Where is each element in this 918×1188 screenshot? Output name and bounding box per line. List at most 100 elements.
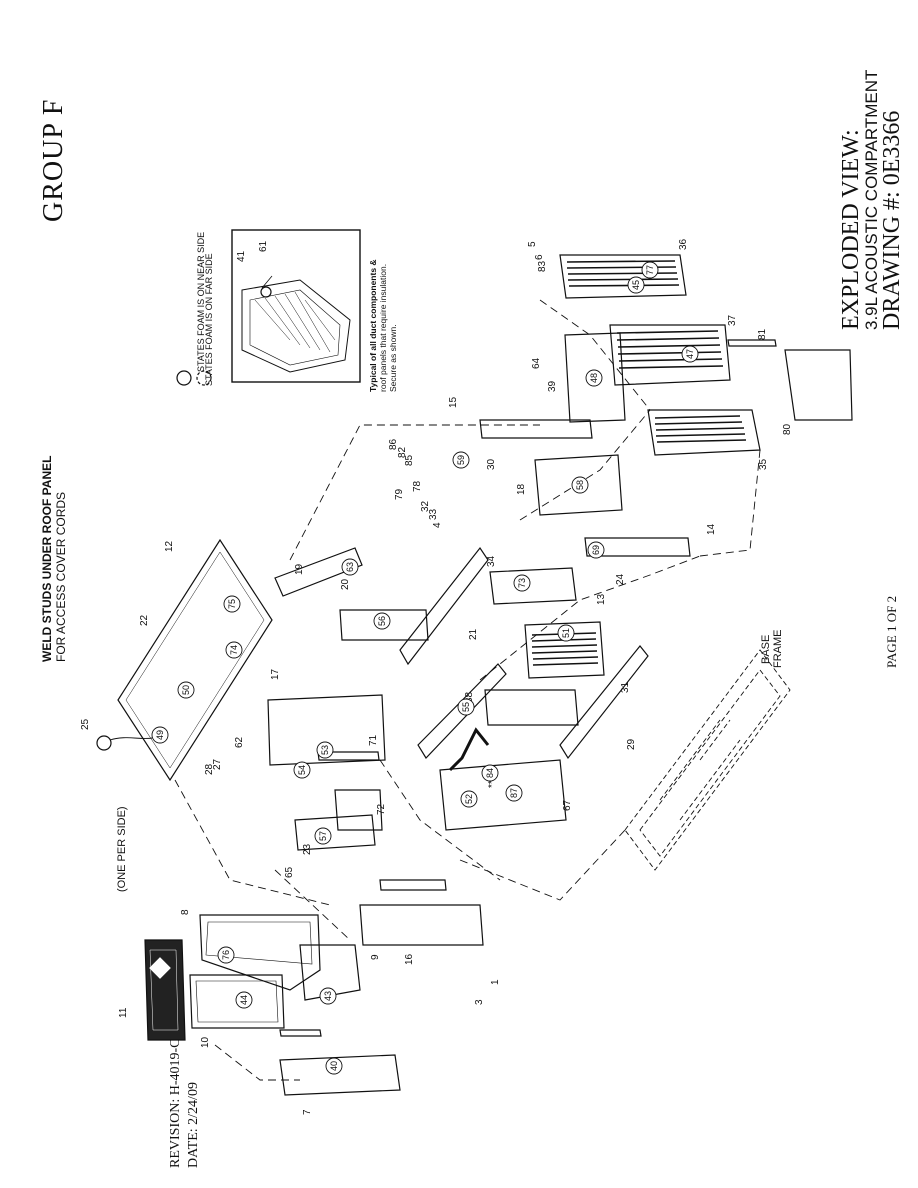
part-callout-1: 1 xyxy=(490,979,501,985)
inset-detail-box xyxy=(231,229,361,383)
part-39-panel xyxy=(564,332,626,423)
foam-bubble-74: 74 xyxy=(225,641,243,659)
foam-bubble-55: 55 xyxy=(457,698,475,716)
part-callout-81: 81 xyxy=(757,328,768,340)
part-22-roof-panel xyxy=(117,538,273,782)
part-callout-30: 30 xyxy=(486,458,497,470)
part-callout-62: 62 xyxy=(234,736,245,748)
part-callout-78: 78 xyxy=(412,480,423,492)
part-9-right xyxy=(784,349,853,421)
svg-text:44: 44 xyxy=(239,995,249,1005)
part-callout-33: 33 xyxy=(428,508,439,520)
part-callout-17: 17 xyxy=(270,668,281,680)
part-callout-20: 20 xyxy=(340,578,351,590)
part-19-rail-upper xyxy=(274,547,363,597)
svg-text:76: 76 xyxy=(221,950,231,960)
svg-text:51: 51 xyxy=(561,628,571,638)
part-callout-28: 28 xyxy=(204,763,215,775)
foam-bubble-47: 47 xyxy=(681,345,699,363)
part-callout-67: 67 xyxy=(562,799,573,811)
foam-bubble-87: 87 xyxy=(505,784,523,802)
part-callout-64: 64 xyxy=(531,357,542,369)
svg-text:77: 77 xyxy=(645,265,655,275)
part-callout-7: 7 xyxy=(302,1109,313,1115)
part-callout-29: 29 xyxy=(626,738,637,750)
svg-text:43: 43 xyxy=(323,991,333,1001)
foam-bubble-84: 84 xyxy=(481,764,499,782)
base-frame xyxy=(624,649,791,871)
part-19-rail-low xyxy=(417,663,507,759)
part-35-louver-panel xyxy=(647,409,761,456)
part-callout-25: 25 xyxy=(80,718,91,730)
svg-text:49: 49 xyxy=(155,730,165,740)
svg-text:73: 73 xyxy=(517,578,527,588)
callout-layer: 1345678910111213141516171819202122232425… xyxy=(80,238,793,1115)
part-callout-5: 5 xyxy=(527,241,538,247)
part-callout-14: 14 xyxy=(706,523,717,535)
part-callout-86: 86 xyxy=(388,438,399,450)
svg-text:84: 84 xyxy=(485,768,495,778)
part-14-frame xyxy=(584,537,691,557)
foam-bubble-50: 50 xyxy=(177,681,195,699)
part-callout-23: 23 xyxy=(302,843,313,855)
svg-text:59: 59 xyxy=(456,455,466,465)
part-19-rail-mid xyxy=(399,546,489,666)
part-71-strip xyxy=(379,879,447,891)
bubble-layer: 4043444547484950515253545556575859636973… xyxy=(151,261,699,1075)
part-37-louver-panel xyxy=(609,324,731,386)
foam-bubble-48: 48 xyxy=(585,369,603,387)
foam-bubble-75: 75 xyxy=(223,595,241,613)
foam-bubble-77: 77 xyxy=(641,261,659,279)
part-9-lower-left xyxy=(299,944,361,1001)
part-81-strip-left xyxy=(279,1029,322,1037)
part-callout-34: 34 xyxy=(486,555,497,567)
part-callout-85: 85 xyxy=(404,454,415,466)
legend-solid-circle xyxy=(176,370,192,386)
part-callout-38: 38 xyxy=(464,691,475,703)
part-8-panel xyxy=(199,914,321,991)
part-callout-83: 83 xyxy=(537,260,548,272)
part-callout-10: 10 xyxy=(200,1036,211,1048)
svg-text:50: 50 xyxy=(181,685,191,695)
part-callout-35: 35 xyxy=(758,458,769,470)
part-16-panel xyxy=(359,904,484,946)
part-81-strip-right xyxy=(727,339,777,347)
part-callout-82: 82 xyxy=(397,446,408,458)
part-callout-8: 8 xyxy=(180,909,191,915)
part-19-rail-bottom xyxy=(559,645,649,760)
part-callout-12: 12 xyxy=(164,540,175,552)
part-callout-13: 13 xyxy=(596,593,607,605)
part-72-strip xyxy=(334,789,383,831)
part-7-panel xyxy=(279,1054,401,1096)
part-17-panel xyxy=(267,694,386,766)
svg-text:55: 55 xyxy=(461,702,471,712)
part-callout-9: 9 xyxy=(370,954,381,960)
part-18-panel xyxy=(534,454,623,516)
part-callout-32: 32 xyxy=(420,500,431,512)
svg-text:45: 45 xyxy=(631,280,641,290)
foam-bubble-49: 49 xyxy=(151,726,169,744)
svg-text:57: 57 xyxy=(318,831,328,841)
foam-bubble-45: 45 xyxy=(627,276,645,294)
part-71-strip-upper xyxy=(317,751,380,761)
part-callout-39: 39 xyxy=(547,380,558,392)
part-25-spool xyxy=(96,735,112,751)
foam-bubble-76: 76 xyxy=(217,946,235,964)
foam-bubble-56: 56 xyxy=(373,612,391,630)
svg-text:69: 69 xyxy=(591,545,601,555)
part-callout-79: 79 xyxy=(394,488,405,500)
foam-bubble-52: 52 xyxy=(460,790,478,808)
legend-dashed-circle xyxy=(196,370,212,386)
foam-bubble-51: 51 xyxy=(557,624,575,642)
part-callout-80: 80 xyxy=(782,423,793,435)
svg-text:40: 40 xyxy=(329,1061,339,1071)
part-10-panel xyxy=(189,974,285,1029)
part-11-grille xyxy=(144,939,186,1041)
inset-callout: 61 xyxy=(258,240,269,252)
foam-bubble-59: 59 xyxy=(452,451,470,469)
part-callout-65: 65 xyxy=(284,866,295,878)
part-callout-19: 19 xyxy=(294,563,305,575)
svg-text:47: 47 xyxy=(685,349,695,359)
svg-text:75: 75 xyxy=(227,599,237,609)
